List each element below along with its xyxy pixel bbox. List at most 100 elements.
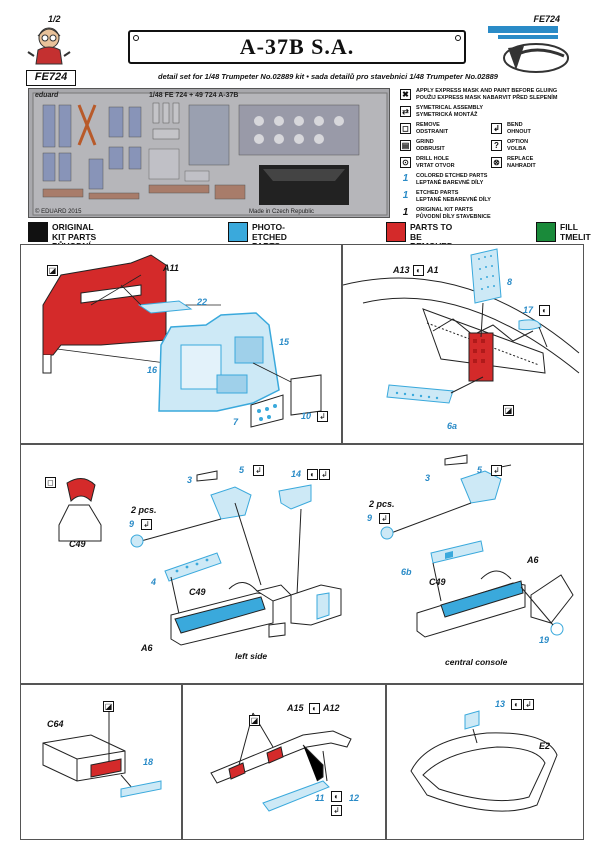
colored-part-number-icon: 1 (402, 173, 409, 184)
bend-icon-3: ↲ (319, 469, 330, 480)
remove-icon: ◪ (47, 265, 58, 276)
color-legend: ORIGINAL KIT PARTS PŮVODNÍ DÍLY STAVEBNI… (28, 222, 591, 270)
step-instrument-panel: ◪ A11 22 15 16 7 10 ↲ (20, 244, 342, 444)
fret-code-line: 1/48 FE 724 + 49 724 A-37B (149, 92, 239, 99)
remove-icon-4: ◪ (103, 701, 114, 712)
part-11: 11 (315, 793, 325, 803)
pilot-mascot-icon (27, 27, 71, 65)
e2-drawing (410, 710, 558, 812)
part-e2: E2 (539, 741, 551, 751)
part-c49-detail: C49 (69, 539, 86, 549)
part-3-central: 3 (425, 473, 431, 483)
bend-icon-8: ↲ (523, 699, 534, 710)
part-a15: A15 (287, 703, 304, 713)
swatch-remove (386, 222, 406, 242)
part-c64: C64 (47, 719, 64, 729)
part-c49-left: C49 (189, 587, 206, 597)
legend-express-mask: ✖APPLY EXPRESS MASK AND PAINT BEFORE GLU… (400, 88, 580, 103)
caption-left-side: left side (235, 651, 268, 661)
part-9-left: 9 (129, 519, 135, 529)
part-19: 19 (539, 635, 550, 645)
cockpit-side-drawing (343, 248, 580, 404)
legend-grind: ▤GRIND ODBRUSIT (400, 139, 445, 152)
drill-icon: ⊙ (400, 157, 411, 168)
part-3-left: 3 (187, 475, 193, 485)
symmetry-icon: ⇄ (400, 106, 411, 117)
part-a13: A13 (393, 265, 410, 275)
symmetry-icon-3: ◐ (307, 469, 318, 480)
bend-icon-4: ↲ (141, 519, 152, 530)
replace-icon: ⊗ (491, 157, 502, 168)
instrument-panel-drawing (42, 254, 322, 428)
bend-icon-6: ↲ (379, 513, 390, 524)
fret-made-in: Made in Czech Republic (249, 209, 315, 215)
step-e2: 13 ◐ ↲ E2 (386, 684, 584, 840)
a15-a12-drawing (210, 712, 352, 812)
part-18: 18 (143, 757, 154, 767)
part-4: 4 (151, 577, 157, 587)
part-a12: A12 (323, 703, 340, 713)
remove-icon-2: ◪ (503, 405, 514, 416)
bend-icon: ↲ (491, 123, 502, 134)
bend-icon-7: ↲ (331, 805, 342, 816)
remove-icon-5: ◪ (249, 715, 260, 726)
part-8: 8 (507, 277, 513, 287)
page-number: 1/2 (48, 14, 61, 24)
part-17: 17 (523, 305, 534, 315)
part-12: 12 (349, 793, 360, 803)
bend-icon: ↲ (317, 411, 328, 422)
quantity-central: 2 pcs. (369, 499, 395, 509)
fret-brand: eduard (35, 92, 59, 99)
part-13: 13 (495, 699, 506, 709)
part-5-central: 5 (477, 465, 483, 475)
c64-drawing (42, 705, 162, 798)
fret-drawing (32, 92, 388, 216)
swatch-fill (536, 222, 556, 242)
bend-icon-5: ↲ (491, 465, 502, 476)
symmetry-icon-4: ◐ (309, 703, 320, 714)
legend-symmetrical: ⇄SYMETRICAL ASSEMBLY SYMETRICKÁ MONTÁŽ (400, 105, 580, 120)
set-code-top: FE724 (533, 14, 560, 24)
symmetry-icon-6: ◐ (511, 699, 522, 710)
part-7: 7 (233, 417, 239, 427)
part-c49-central: C49 (429, 577, 446, 587)
remove-icon-3: ◻ (45, 477, 56, 488)
set-code-box: FE724 (26, 70, 76, 86)
part-16: 16 (147, 365, 158, 375)
part-a6-central: A6 (527, 555, 539, 565)
step-a15-a12: ◪ A15 ◐ A12 11 ◐ 12 ↲ (182, 684, 386, 840)
kit-part-number-icon: 1 (402, 207, 409, 218)
part-6a: 6a (447, 421, 458, 431)
etched-part-number-icon: 1 (402, 190, 409, 201)
photo-etched-fret: eduard 1/48 FE 724 + 49 724 A-37B © EDUA… (28, 88, 390, 218)
step-cockpit-side: A13 ◐ A1 8 17 ◐ 6a ◪ (342, 244, 584, 444)
title-box: A-37B S.A. (128, 30, 466, 64)
page-title: A-37B S.A. (239, 34, 355, 59)
part-a6-left: A6 (141, 643, 153, 653)
symmetry-icon-2: ◐ (539, 305, 550, 316)
part-9-central: 9 (367, 513, 373, 523)
bend-icon-2: ↲ (253, 465, 264, 476)
part-15: 15 (279, 337, 290, 347)
remove-icon: ◻ (400, 123, 411, 134)
mask-icon: ✖ (400, 89, 411, 100)
part-6b: 6b (401, 567, 412, 577)
swatch-photo-etched (228, 222, 248, 242)
step-c64: ◪ C64 18 (20, 684, 182, 840)
part-22: 22 (197, 297, 208, 307)
consoles-drawing (58, 454, 574, 646)
legend-replace: ⊗REPLACE NAHRADIT (491, 156, 580, 171)
legend-bend: ↲BEND OHNOUT (491, 122, 580, 137)
part-5-left: 5 (239, 465, 245, 475)
grind-icon: ▤ (400, 140, 411, 151)
symmetry-icon: ◐ (413, 265, 424, 276)
quantity-left: 2 pcs. (131, 505, 157, 515)
subtitle: detail set for 1/48 Trumpeter No.02889 k… (158, 72, 498, 81)
part-10: 10 (301, 411, 312, 421)
legend-drill: ⊙DRILL HOLE VRTAT OTVOR (400, 156, 489, 171)
part-a1: A1 (427, 265, 439, 275)
legend-option: ?OPTION VOLBA (491, 139, 580, 154)
